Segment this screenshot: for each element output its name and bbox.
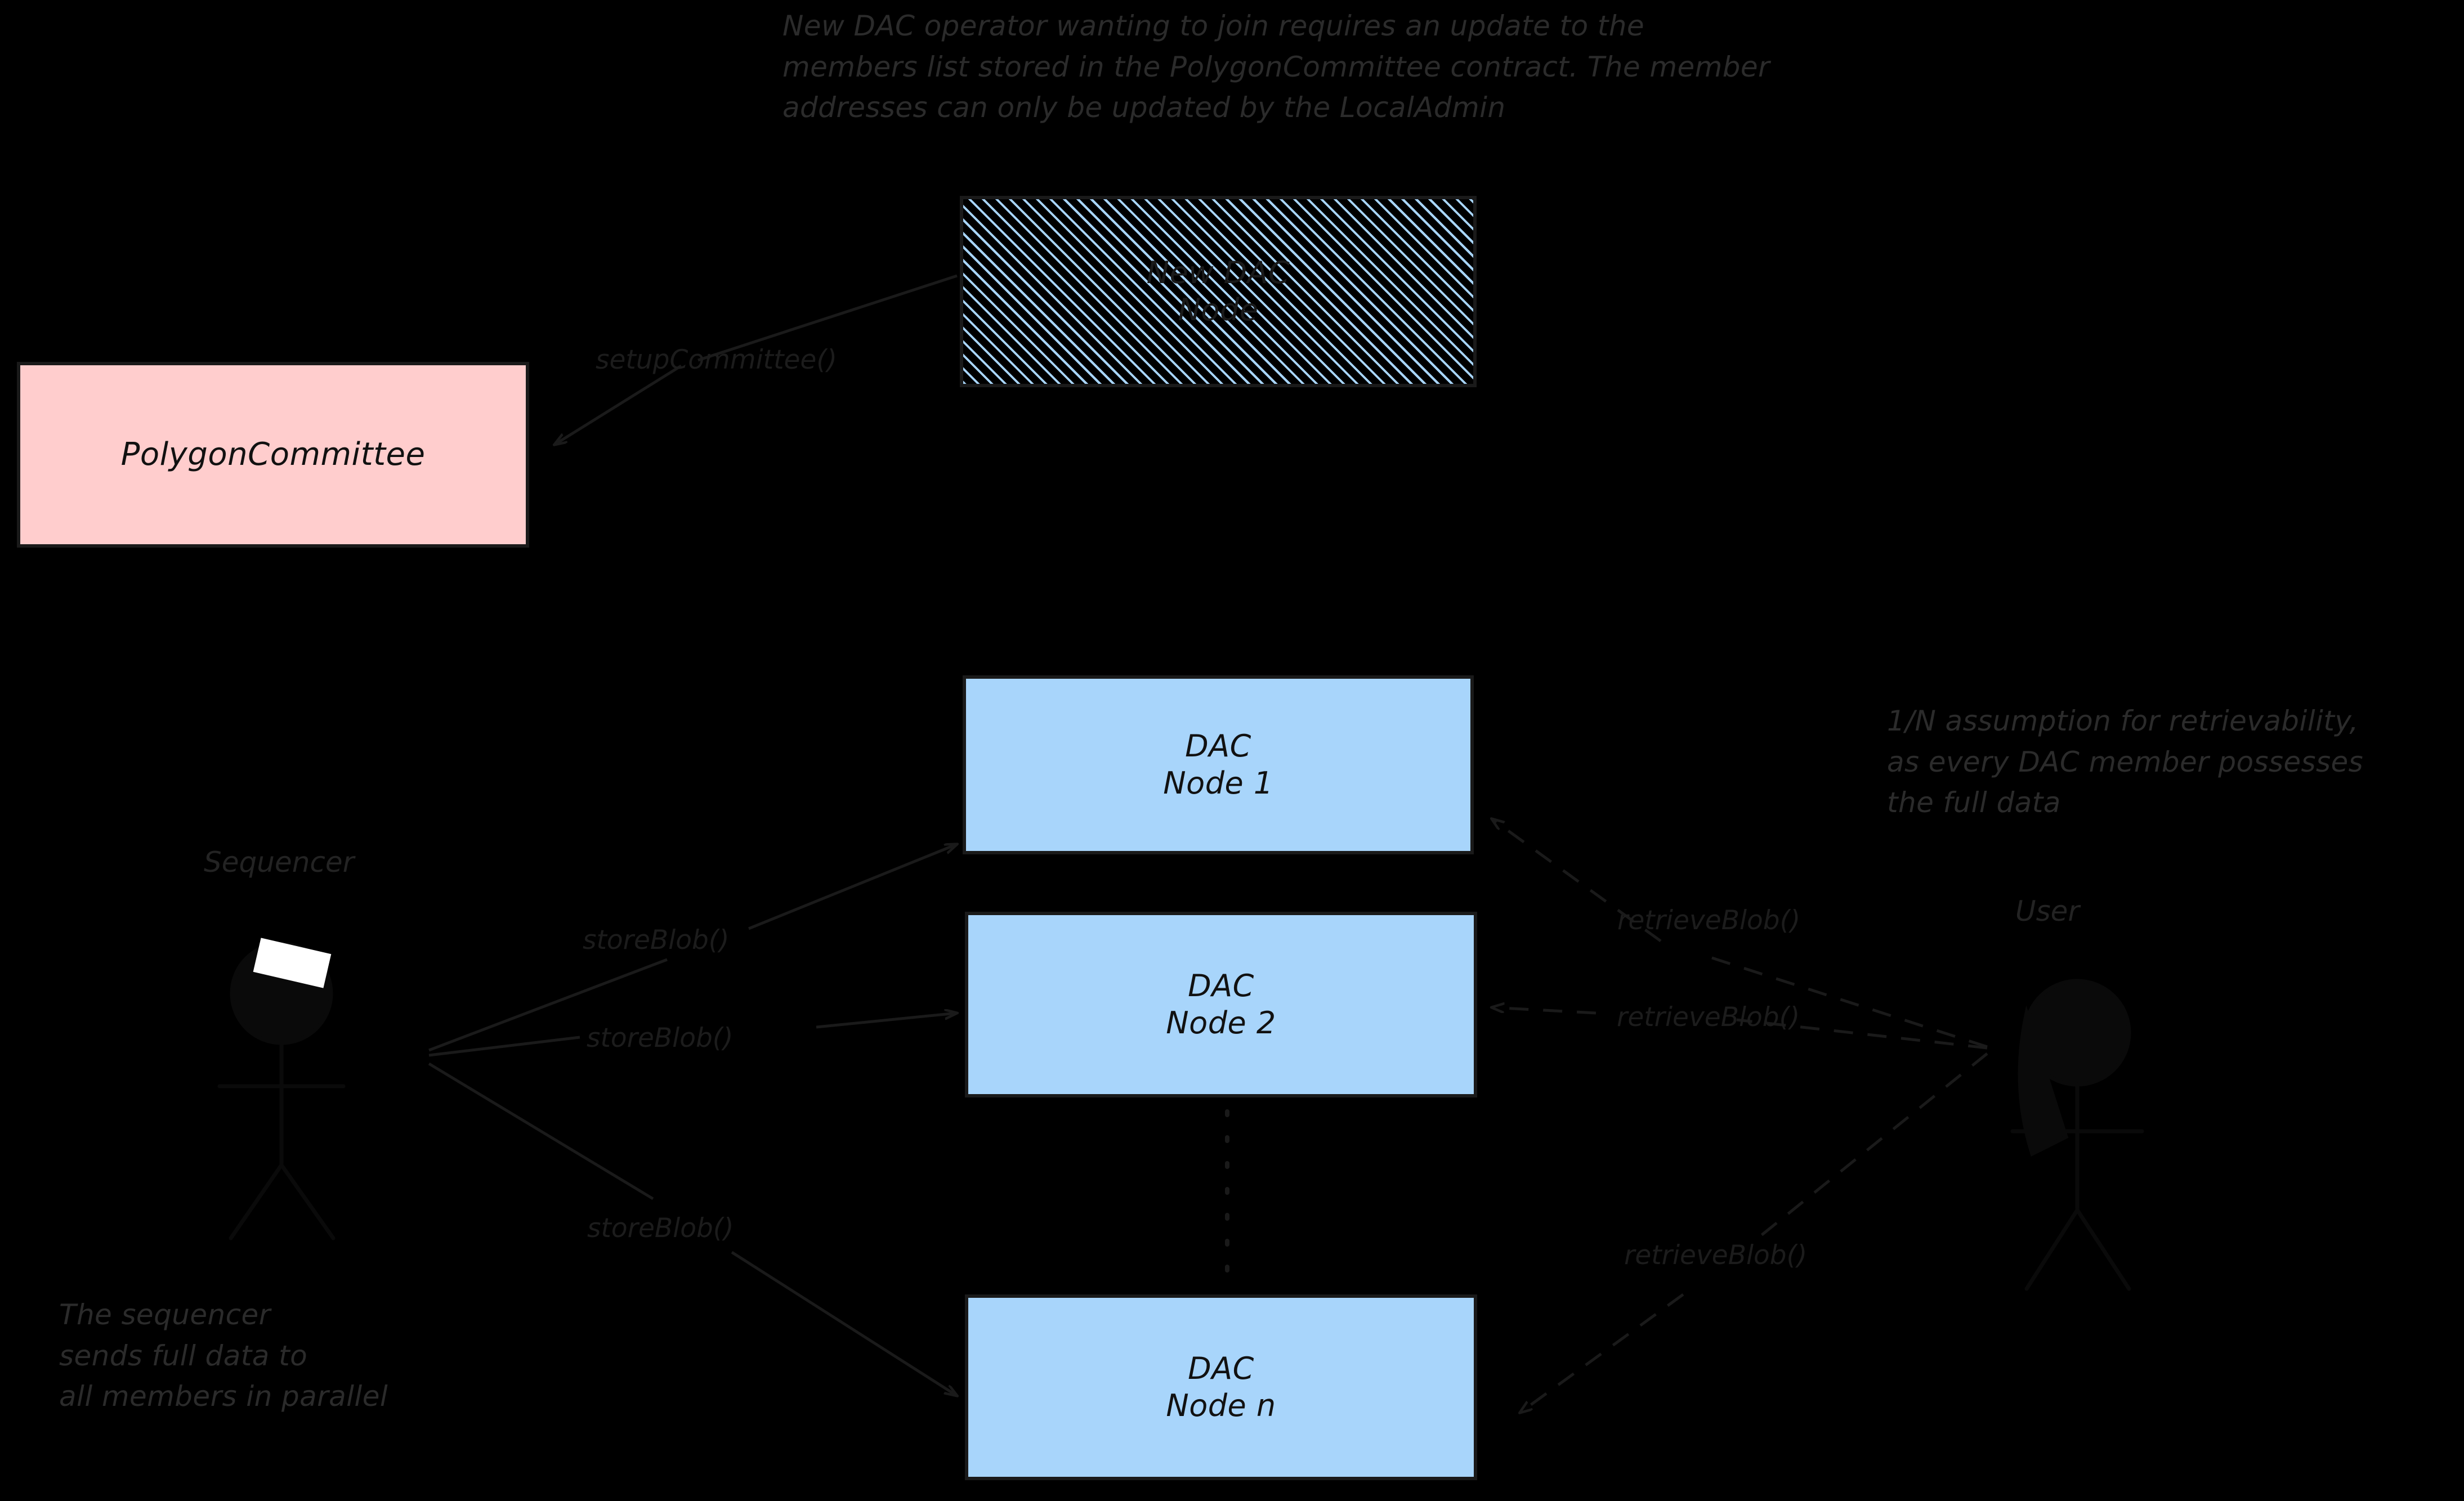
edge-retrieve-blob-n bbox=[1520, 1052, 1988, 1413]
new-dac-node-label-line2: Node bbox=[1178, 292, 1259, 328]
edge-label-retrieve-blob-n: retrieveBlob() bbox=[1624, 1240, 1808, 1271]
dac-node-n-label-line2: Node n bbox=[1166, 1388, 1276, 1423]
edge-label-store-blob-1: storeBlob() bbox=[583, 925, 730, 956]
edge-label-store-blob-2: storeBlob() bbox=[587, 1023, 734, 1054]
box-dac-node-n[interactable]: DAC Node n bbox=[965, 1294, 1477, 1480]
dac-node-2-label-line2: Node 2 bbox=[1166, 1005, 1276, 1041]
note-bottom-left-sequencer: The sequencer sends full data to all mem… bbox=[59, 1298, 388, 1413]
edge-store-blob-2 bbox=[428, 1013, 957, 1057]
note-right-retrievability: 1/N assumption for retrievability, as ev… bbox=[1887, 705, 2364, 819]
edge-label-setup-committee: setupCommittee() bbox=[596, 344, 838, 375]
sequencer-icon bbox=[217, 938, 346, 1240]
dac-node-1-label-line1: DAC bbox=[1185, 728, 1251, 764]
box-dac-node-1[interactable]: DAC Node 1 bbox=[963, 675, 1474, 854]
dac-node-n-label-line1: DAC bbox=[1188, 1351, 1254, 1387]
dac-node-2-label-line1: DAC bbox=[1188, 968, 1254, 1004]
note-top: New DAC operator wanting to join require… bbox=[782, 10, 1770, 124]
edge-retrieve-blob-2 bbox=[1492, 1007, 1988, 1050]
edge-retrieve-blob-1 bbox=[1492, 819, 1988, 1049]
user-label: User bbox=[2015, 895, 2080, 928]
edge-label-retrieve-blob-1: retrieveBlob() bbox=[1617, 905, 1801, 936]
box-polygon-committee[interactable]: PolygonCommittee bbox=[17, 362, 529, 548]
edge-store-blob-1 bbox=[428, 844, 957, 1052]
box-new-dac-node[interactable]: New DAC Node bbox=[960, 196, 1477, 387]
edge-store-blob-n bbox=[428, 1062, 957, 1396]
new-dac-node-label-line1: New DAC bbox=[1146, 255, 1290, 291]
box-dac-node-2[interactable]: DAC Node 2 bbox=[965, 912, 1477, 1097]
edge-label-retrieve-blob-2: retrieveBlob() bbox=[1617, 1002, 1800, 1033]
sequencer-label: Sequencer bbox=[204, 846, 355, 879]
edge-label-store-blob-n: storeBlob() bbox=[587, 1213, 734, 1244]
dac-node-1-label-line2: Node 1 bbox=[1163, 765, 1273, 801]
polygon-committee-label: PolygonCommittee bbox=[120, 436, 426, 473]
edge-setup-committee bbox=[554, 274, 958, 445]
user-icon bbox=[2010, 979, 2144, 1291]
